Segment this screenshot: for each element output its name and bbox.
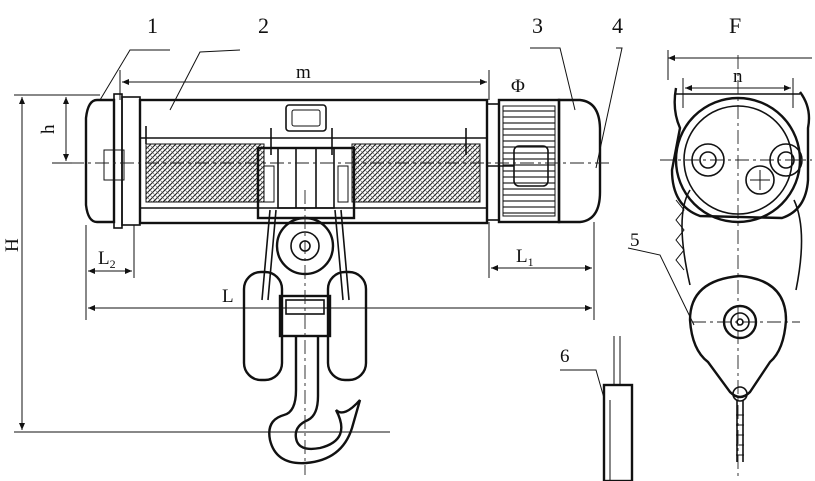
gearbox-cover <box>84 93 141 229</box>
dimension-L1-main: L <box>516 246 528 267</box>
leader-lines <box>99 47 695 399</box>
callout-1: 1 <box>147 13 158 38</box>
dimension-L: L <box>222 286 234 307</box>
callout-3: 3 <box>532 13 543 38</box>
dimension-lines <box>14 50 812 433</box>
dimension-phi: Φ <box>511 76 525 97</box>
center-lines <box>70 55 812 480</box>
callout-5: 5 <box>630 230 640 251</box>
dimension-H: H <box>2 238 23 252</box>
side-view-label: F <box>729 13 741 38</box>
dimension-n: n <box>733 66 743 87</box>
motor <box>486 98 602 224</box>
dimension-L1-subscript: 1 <box>528 255 534 269</box>
callout-6: 6 <box>560 346 570 367</box>
pendant-control <box>602 336 634 481</box>
callout-4: 4 <box>612 13 623 38</box>
dimension-L2: L2 <box>98 248 116 271</box>
callout-2: 2 <box>258 13 269 38</box>
dimension-L2-main: L <box>98 248 110 269</box>
rope-drum <box>138 98 489 225</box>
dimension-m: m <box>296 62 311 83</box>
dimension-h: h <box>38 124 59 134</box>
dimension-L2-subscript: 2 <box>110 257 116 271</box>
front-view <box>84 93 602 465</box>
dimension-L1: L1 <box>516 246 534 269</box>
side-view <box>670 87 811 462</box>
